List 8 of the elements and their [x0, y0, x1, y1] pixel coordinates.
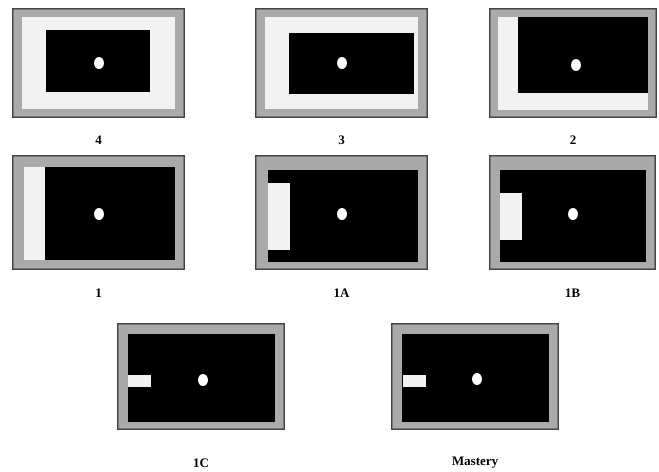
panel-label: 1C [193, 455, 209, 471]
panel-label: 4 [95, 132, 102, 148]
panel-label: Mastery [452, 453, 498, 469]
panel-label: 1B [564, 285, 580, 301]
panel-label: 1A [334, 285, 350, 301]
panel-label: 3 [338, 132, 345, 148]
panel-label: 2 [570, 132, 576, 148]
panel-label: 1 [95, 285, 102, 301]
